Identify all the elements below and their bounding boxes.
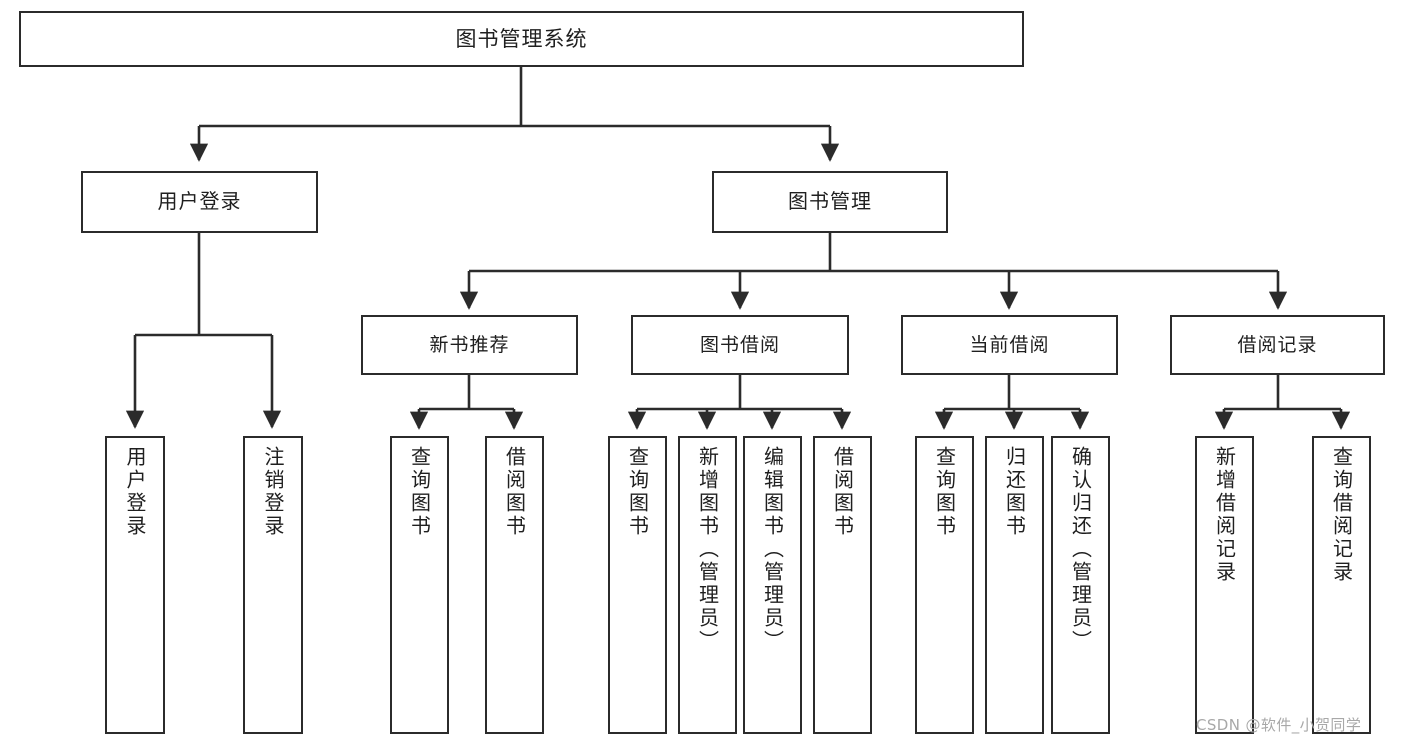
node-leaf-return-book[interactable]: 归还图书: [985, 436, 1044, 734]
node-label: 确认归还（管理员）: [1068, 446, 1093, 653]
node-label: 查询借阅记录: [1329, 446, 1354, 584]
node-leaf-edit-book-admin[interactable]: 编辑图书（管理员）: [743, 436, 802, 734]
node-leaf-borrow-book-2[interactable]: 借阅图书: [813, 436, 872, 734]
node-label: 借阅图书: [502, 446, 527, 538]
node-label: 用户登录: [123, 446, 147, 538]
node-label: 查询图书: [932, 446, 957, 538]
csdn-watermark: CSDN @软件_小贺同学: [1196, 716, 1362, 734]
node-label: 查询图书: [625, 446, 650, 538]
node-leaf-logout-login[interactable]: 注销登录: [243, 436, 303, 734]
node-label: 用户登录: [157, 189, 242, 214]
node-label: 图书借阅: [699, 333, 780, 356]
node-leaf-add-book-admin[interactable]: 新增图书（管理员）: [678, 436, 737, 734]
node-leaf-borrow-book-1[interactable]: 借阅图书: [485, 436, 544, 734]
node-label: 借阅记录: [1237, 333, 1318, 356]
node-label: 新增图书（管理员）: [695, 446, 720, 653]
node-label: 当前借阅: [969, 333, 1050, 356]
node-leaf-add-borrow-record[interactable]: 新增借阅记录: [1195, 436, 1254, 734]
node-label: 注销登录: [261, 446, 285, 538]
node-new-book-recommend[interactable]: 新书推荐: [361, 315, 578, 375]
node-leaf-query-book-2[interactable]: 查询图书: [608, 436, 667, 734]
node-leaf-query-borrow-record[interactable]: 查询借阅记录: [1312, 436, 1371, 734]
node-leaf-query-book-3[interactable]: 查询图书: [915, 436, 974, 734]
node-label: 新书推荐: [429, 333, 510, 356]
node-user-login[interactable]: 用户登录: [81, 171, 318, 233]
node-label: 编辑图书（管理员）: [760, 446, 785, 653]
node-label: 归还图书: [1002, 446, 1027, 538]
node-book-borrow[interactable]: 图书借阅: [631, 315, 849, 375]
node-borrow-record[interactable]: 借阅记录: [1170, 315, 1385, 375]
node-leaf-user-login[interactable]: 用户登录: [105, 436, 165, 734]
node-leaf-confirm-return-admin[interactable]: 确认归还（管理员）: [1051, 436, 1110, 734]
node-label: 图书管理: [788, 189, 872, 214]
node-book-management[interactable]: 图书管理: [712, 171, 948, 233]
node-label: 新增借阅记录: [1212, 446, 1237, 584]
node-label: 查询图书: [407, 446, 432, 538]
node-root-book-management-system[interactable]: 图书管理系统: [19, 11, 1024, 67]
node-label: 借阅图书: [830, 446, 855, 538]
node-label: 图书管理系统: [455, 26, 588, 51]
node-leaf-query-book-1[interactable]: 查询图书: [390, 436, 449, 734]
node-current-borrow[interactable]: 当前借阅: [901, 315, 1118, 375]
